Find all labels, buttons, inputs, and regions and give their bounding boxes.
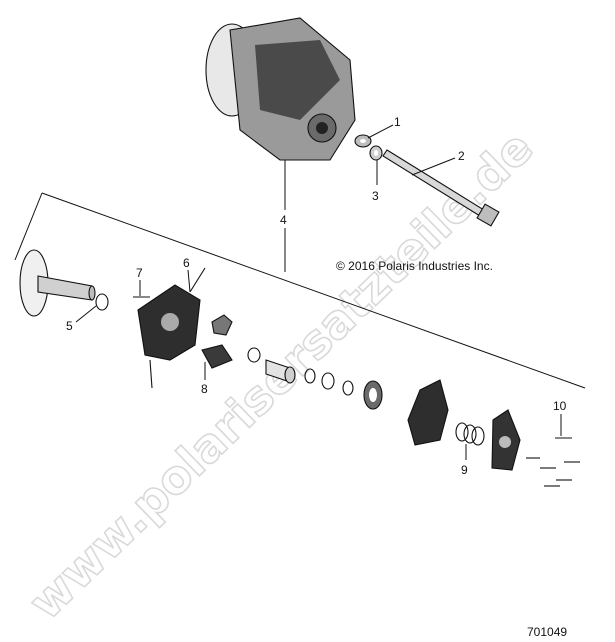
bushing-sleeve (265, 359, 296, 384)
o-ring-d (342, 380, 354, 396)
leader-1 (367, 124, 394, 139)
cover-plate (407, 379, 449, 446)
bearing (363, 380, 383, 410)
callout-8: 8 (201, 382, 208, 396)
bracket-left (14, 192, 43, 261)
leader-5 (75, 305, 97, 323)
callout-1: 1 (394, 115, 401, 129)
callout-7: 7 (136, 266, 143, 280)
bracket-top (41, 192, 586, 389)
button-8 (201, 344, 233, 369)
leader-2 (411, 157, 456, 176)
o-ring-5 (95, 293, 109, 311)
spring-9 (455, 422, 485, 446)
callout-9: 9 (461, 463, 468, 477)
leader-6 (187, 269, 191, 293)
washer-1 (354, 134, 372, 148)
o-ring-b (304, 368, 316, 384)
o-ring-c (321, 372, 335, 390)
callout-2: 2 (458, 149, 465, 163)
end-cap (491, 409, 521, 471)
clutch-ribs (255, 40, 340, 120)
roller-weight (211, 314, 233, 336)
screws-10 (526, 437, 580, 487)
bolt-2 (382, 149, 500, 227)
washer-3 (369, 145, 383, 161)
callout-10: 10 (553, 399, 567, 413)
callout-3: 3 (372, 189, 379, 203)
screw-6 (189, 267, 206, 293)
spider-assembly (137, 284, 201, 389)
callout-5: 5 (66, 319, 73, 333)
o-ring-a (247, 347, 261, 363)
diagram-id: 701049 (527, 625, 567, 639)
callout-4: 4 (280, 213, 287, 227)
callout-6: 6 (183, 256, 190, 270)
copyright-notice: © 2016 Polaris Industries Inc. (336, 259, 493, 273)
shaft-sheave-5 (19, 249, 96, 317)
clutch-hub-bore (316, 122, 328, 134)
clutch-assembly (205, 17, 356, 161)
pin-rod (149, 359, 153, 389)
